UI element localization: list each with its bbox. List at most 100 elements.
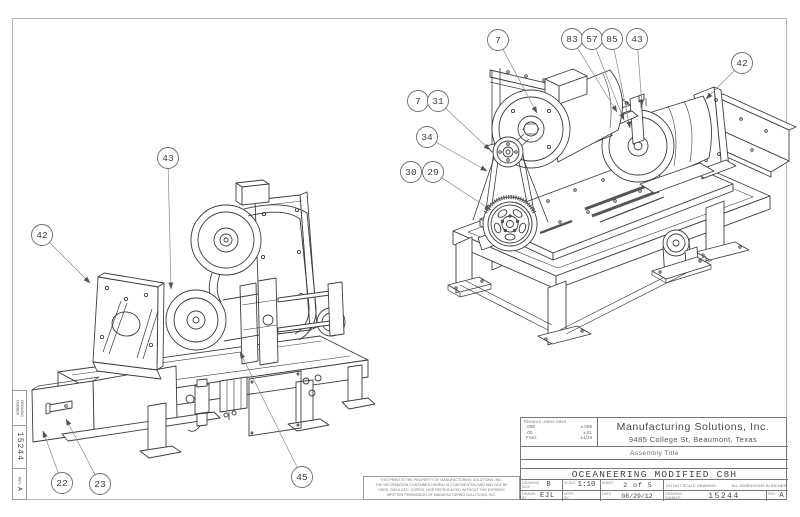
- balloon-42-left: [31, 224, 53, 246]
- edge-rev-label: REV: [17, 477, 22, 485]
- company-address: 9485 College St, Beaumont, Texas: [628, 435, 758, 444]
- balloon-29-right: [422, 161, 444, 183]
- sheet-cell: SHEET 2 of 5: [601, 479, 664, 490]
- leader-line-85-8: [613, 49, 632, 129]
- balloon-number-85: 85: [606, 34, 618, 45]
- tolerance-header: Tolerance unless noted: [523, 419, 567, 424]
- date-cell: DATE 08/29/12: [601, 490, 664, 501]
- tol-key: .000: [526, 424, 535, 429]
- aux-motor: [651, 229, 712, 284]
- leader-line-34-13: [435, 141, 488, 172]
- appr-label: APPR BY: [564, 492, 574, 500]
- leader-line-22-2: [42, 430, 59, 474]
- size-cell: DRAWING SIZE B: [521, 479, 563, 490]
- balloon-45-left: [291, 466, 313, 488]
- leader-line-57-7: [595, 48, 625, 121]
- scale-note-cell: DO NOT SCALE DRAWING ALL DIMENSIONS IN I…: [664, 479, 788, 490]
- appr-cell: APPR BY: [563, 490, 601, 501]
- size-value: B: [546, 481, 551, 489]
- leader-line-43-9: [637, 49, 645, 107]
- mounting-plate: [92, 272, 165, 380]
- balloon-number-30: 30: [405, 167, 417, 178]
- tol-key: Fract: [526, 435, 537, 441]
- balloon-34-right: [416, 126, 438, 148]
- tol-val: ±1/16: [580, 435, 592, 441]
- balloon-number-42: 42: [736, 58, 748, 69]
- base-legs: [139, 364, 376, 459]
- drawing-title-row: OCEANEERING MODIFIED C8H: [521, 468, 788, 480]
- balloon-31-right: [427, 90, 449, 112]
- drawn-value: EJL: [539, 492, 555, 500]
- assembly-title-row: Assembly Title: [521, 446, 788, 459]
- leader-line-29-15: [441, 177, 492, 211]
- leader-line-42-1: [49, 242, 91, 284]
- right-isometric-view: [447, 68, 797, 346]
- drive-drum: [165, 289, 260, 351]
- balloon-number-57: 57: [586, 34, 597, 45]
- sheet-label: SHEET: [602, 481, 614, 485]
- sheet-value: 2 of 5: [623, 481, 653, 489]
- balloon-number-7: 7: [415, 96, 421, 107]
- no-scale-note: DO NOT SCALE DRAWING: [666, 482, 717, 488]
- leader-line-31-12: [445, 107, 491, 151]
- number-value: 15244: [708, 491, 740, 501]
- tolerance-box: Tolerance unless noted .000±.005 .00±.01…: [521, 418, 598, 446]
- title-block: Tolerance unless noted .000±.005 .00±.01…: [520, 417, 788, 501]
- balloon-number-45: 45: [296, 472, 308, 483]
- leader-line-83-6: [577, 47, 618, 113]
- leader-line-43-0: [167, 168, 174, 290]
- balloon-number-43: 43: [162, 153, 174, 164]
- scale-cell: SCALE 1:10: [563, 479, 601, 490]
- left-isometric-view: [31, 179, 376, 459]
- date-value: 08/29/12: [621, 492, 653, 500]
- press-assembly: [239, 277, 345, 366]
- drawing-title: OCEANEERING MODIFIED C8H: [571, 468, 738, 480]
- note-line: THE INFORMATION CONTAINED HEREIN IS CONF…: [375, 483, 508, 487]
- dims-note: ALL DIMENSIONS IN INCHES: [731, 482, 786, 488]
- scale-label: SCALE: [564, 481, 576, 485]
- note-line: THIS PRINT IS THE PROPERTY OF MANUFACTUR…: [380, 478, 503, 482]
- company-box: Manufacturing Solutions, Inc. 9485 Colle…: [598, 418, 788, 446]
- rev-value: A: [779, 492, 784, 500]
- rev-cell: REV A: [767, 490, 788, 501]
- scale-value: 1:10: [577, 481, 596, 489]
- size-label: DRAWING SIZE: [522, 481, 540, 489]
- note-line: USED, DIVULGED, COPIED, NOR REPRODUCED W…: [378, 488, 505, 492]
- pneumatic-valves: [185, 370, 322, 437]
- balloon-43-left: [157, 147, 179, 169]
- balloon-number-34: 34: [421, 132, 433, 143]
- number-cell: DRAWING NUMBER 15244: [664, 490, 767, 501]
- edge-number-label: DRAWING NUMBER: [15, 399, 25, 417]
- balloon-22-left: [51, 472, 73, 494]
- note-line: WRITTEN PERMISSION OF MANUFACTURING SOLU…: [386, 493, 497, 497]
- date-label: DATE: [602, 492, 612, 496]
- proprietary-note: THIS PRINT IS THE PROPERTY OF MANUFACTUR…: [363, 476, 520, 500]
- balloon-number-31: 31: [432, 96, 444, 107]
- balloon-43-right: [626, 28, 648, 50]
- balloon-number-42: 42: [36, 230, 48, 241]
- rev-label: REV: [768, 492, 776, 496]
- leader-line-7-5: [502, 49, 538, 114]
- balloon-number-29: 29: [427, 167, 439, 178]
- balloon-42-right: [731, 52, 753, 74]
- assembly-title-label: Assembly Title: [630, 449, 679, 457]
- edge-drawing-number: 15244: [13, 425, 26, 468]
- drive-pulley: [190, 204, 262, 276]
- leader-line-23-3: [65, 418, 96, 475]
- balloon-23-left: [89, 473, 111, 495]
- balloon-number-7: 7: [495, 35, 501, 46]
- belt-drive: [472, 133, 549, 223]
- spare-row: [521, 459, 788, 468]
- drawn-cell: DRAWN BY EJL: [521, 490, 563, 501]
- company-name: Manufacturing Solutions, Inc.: [616, 421, 770, 433]
- balloon-30-right: [400, 161, 422, 183]
- number-label: DRAWING NUMBER: [665, 492, 683, 500]
- tol-val: ±.01: [583, 429, 592, 435]
- leader-line-42-10: [705, 70, 735, 100]
- drawn-label: DRAWN BY: [522, 492, 536, 500]
